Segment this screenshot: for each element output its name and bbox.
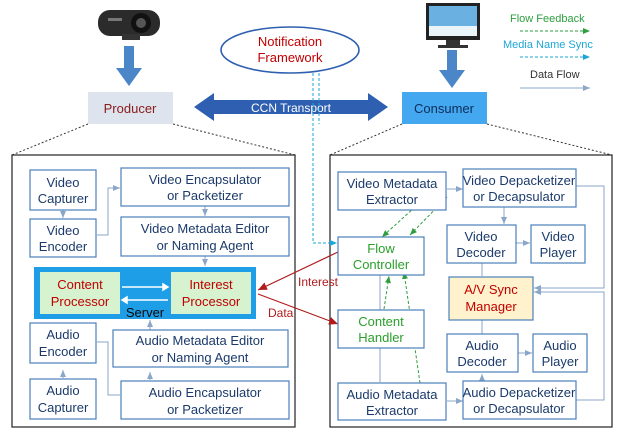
interest-processor-box — [171, 272, 251, 314]
audio-player-line1: Audio — [543, 338, 576, 353]
consumer-panel — [329, 154, 613, 428]
producer-input-arrow — [116, 46, 142, 86]
producer-panel — [11, 154, 296, 428]
content-processor-box — [40, 272, 120, 314]
audio-capturer-line2: Capturer — [38, 400, 89, 415]
notification-line2: Framework — [257, 50, 323, 65]
audio-capturer-box — [29, 378, 97, 420]
media-name-sync-lines — [312, 73, 337, 246]
flow-controller-line2: Controller — [353, 257, 410, 272]
video-metadata-editor-line1: Video Metadata Editor — [141, 221, 270, 236]
content-handler-line2: Handler — [358, 330, 404, 345]
server-label: Server — [126, 305, 165, 320]
audio-encapsulator-line1: Audio Encapsulator — [149, 385, 262, 400]
producer-data-flow — [60, 185, 208, 396]
video-player-line1: Video — [541, 229, 574, 244]
video-metadata-extractor-box — [337, 171, 447, 211]
audio-encoder-line2: Encoder — [39, 344, 88, 359]
video-depacketizer-line2: or Decapsulator — [473, 189, 565, 204]
audio-metadata-extractor-box — [337, 382, 447, 421]
data-label: Data — [268, 306, 294, 320]
video-encapsulator-line1: Video Encapsulator — [149, 172, 262, 187]
webcam-icon — [98, 10, 160, 40]
notification-framework: Notification Framework — [220, 26, 360, 74]
producer-boxes — [29, 167, 290, 420]
content-processor-line1: Content — [57, 277, 103, 292]
flow-controller-line1: Flow — [367, 241, 395, 256]
video-encapsulator-box — [120, 167, 290, 207]
audio-decoder-box — [446, 333, 519, 373]
interest-processor-line2: Processor — [182, 294, 241, 309]
video-depacketizer-box — [462, 168, 577, 208]
av-sync-manager-line1: A/V Sync — [464, 282, 518, 297]
producer-label: Producer — [88, 92, 173, 124]
audio-depacketizer-box — [462, 380, 577, 420]
legend-flow-feedback: Flow Feedback — [510, 13, 585, 25]
video-encoder-box — [29, 218, 97, 258]
video-metadata-extractor-line2: Extractor — [366, 192, 419, 207]
video-capturer-box — [29, 169, 97, 211]
svg-text:Consumer: Consumer — [414, 101, 475, 116]
av-sync-manager-line2: Manager — [465, 299, 517, 314]
content-processor-line2: Processor — [51, 294, 110, 309]
interest-data-arrows — [257, 251, 339, 325]
video-metadata-editor-line2: or Naming Agent — [157, 238, 254, 253]
consumer-label: Consumer — [402, 92, 487, 124]
audio-metadata-editor-line2: or Naming Agent — [152, 350, 249, 365]
video-encoder-line1: Video — [46, 223, 79, 238]
audio-encapsulator-box — [120, 380, 290, 420]
audio-metadata-extractor-line2: Extractor — [366, 403, 419, 418]
ccn-transport-arrow: CCN Transport — [194, 93, 388, 121]
legend: Flow Feedback Media Name Sync Data Flow — [503, 13, 593, 91]
audio-player-box — [532, 333, 588, 373]
video-depacketizer-line1: Video Depacketizer — [463, 173, 576, 188]
audio-encapsulator-line2: or Packetizer — [167, 402, 244, 417]
audio-decoder-line1: Audio — [465, 338, 498, 353]
audio-decoder-line2: Decoder — [457, 354, 507, 369]
notification-line1: Notification — [258, 34, 322, 49]
legend-media-name-sync: Media Name Sync — [503, 39, 593, 51]
video-capturer-line1: Video — [46, 175, 79, 190]
interest-processor-line1: Interest — [189, 277, 233, 292]
audio-depacketizer-line1: Audio Depacketizer — [463, 385, 576, 400]
server-internal-arrows — [120, 282, 170, 305]
video-metadata-editor-box — [120, 216, 290, 257]
audio-capturer-line1: Audio — [46, 383, 79, 398]
consumer-boxes — [337, 168, 588, 421]
consumer-input-arrow — [439, 50, 465, 88]
audio-metadata-extractor-line1: Audio Metadata — [346, 387, 438, 402]
video-player-box — [530, 224, 586, 264]
audio-encoder-line1: Audio — [46, 327, 79, 342]
interest-label: Interest — [298, 275, 339, 289]
video-decoder-box — [446, 224, 517, 264]
content-handler-box — [337, 309, 425, 349]
video-encapsulator-line2: or Packetizer — [167, 188, 244, 203]
consumer-data-flow — [377, 185, 605, 404]
consumer-projection-lines — [329, 123, 613, 156]
flow-feedback-lines — [381, 196, 448, 384]
audio-depacketizer-line2: or Decapsulator — [473, 401, 565, 416]
av-sync-manager-box — [448, 276, 534, 321]
svg-text:Producer: Producer — [104, 101, 157, 116]
audio-encoder-box — [29, 322, 97, 364]
video-capturer-line2: Capturer — [38, 191, 89, 206]
video-metadata-extractor-line1: Video Metadata — [347, 176, 439, 191]
video-encoder-line2: Encoder — [39, 239, 88, 254]
ccn-transport-label: CCN Transport — [251, 101, 332, 115]
content-handler-line1: Content — [358, 314, 404, 329]
producer-projection-lines — [11, 123, 296, 156]
audio-player-line2: Player — [542, 354, 580, 369]
video-decoder-line1: Video — [464, 229, 497, 244]
video-decoder-line2: Decoder — [456, 245, 506, 260]
video-player-line2: Player — [540, 245, 578, 260]
audio-metadata-editor-line1: Audio Metadata Editor — [136, 333, 265, 348]
legend-data-flow: Data Flow — [530, 69, 580, 81]
flow-controller-box — [337, 236, 425, 276]
audio-metadata-editor-box — [112, 329, 289, 368]
monitor-icon — [426, 3, 480, 48]
